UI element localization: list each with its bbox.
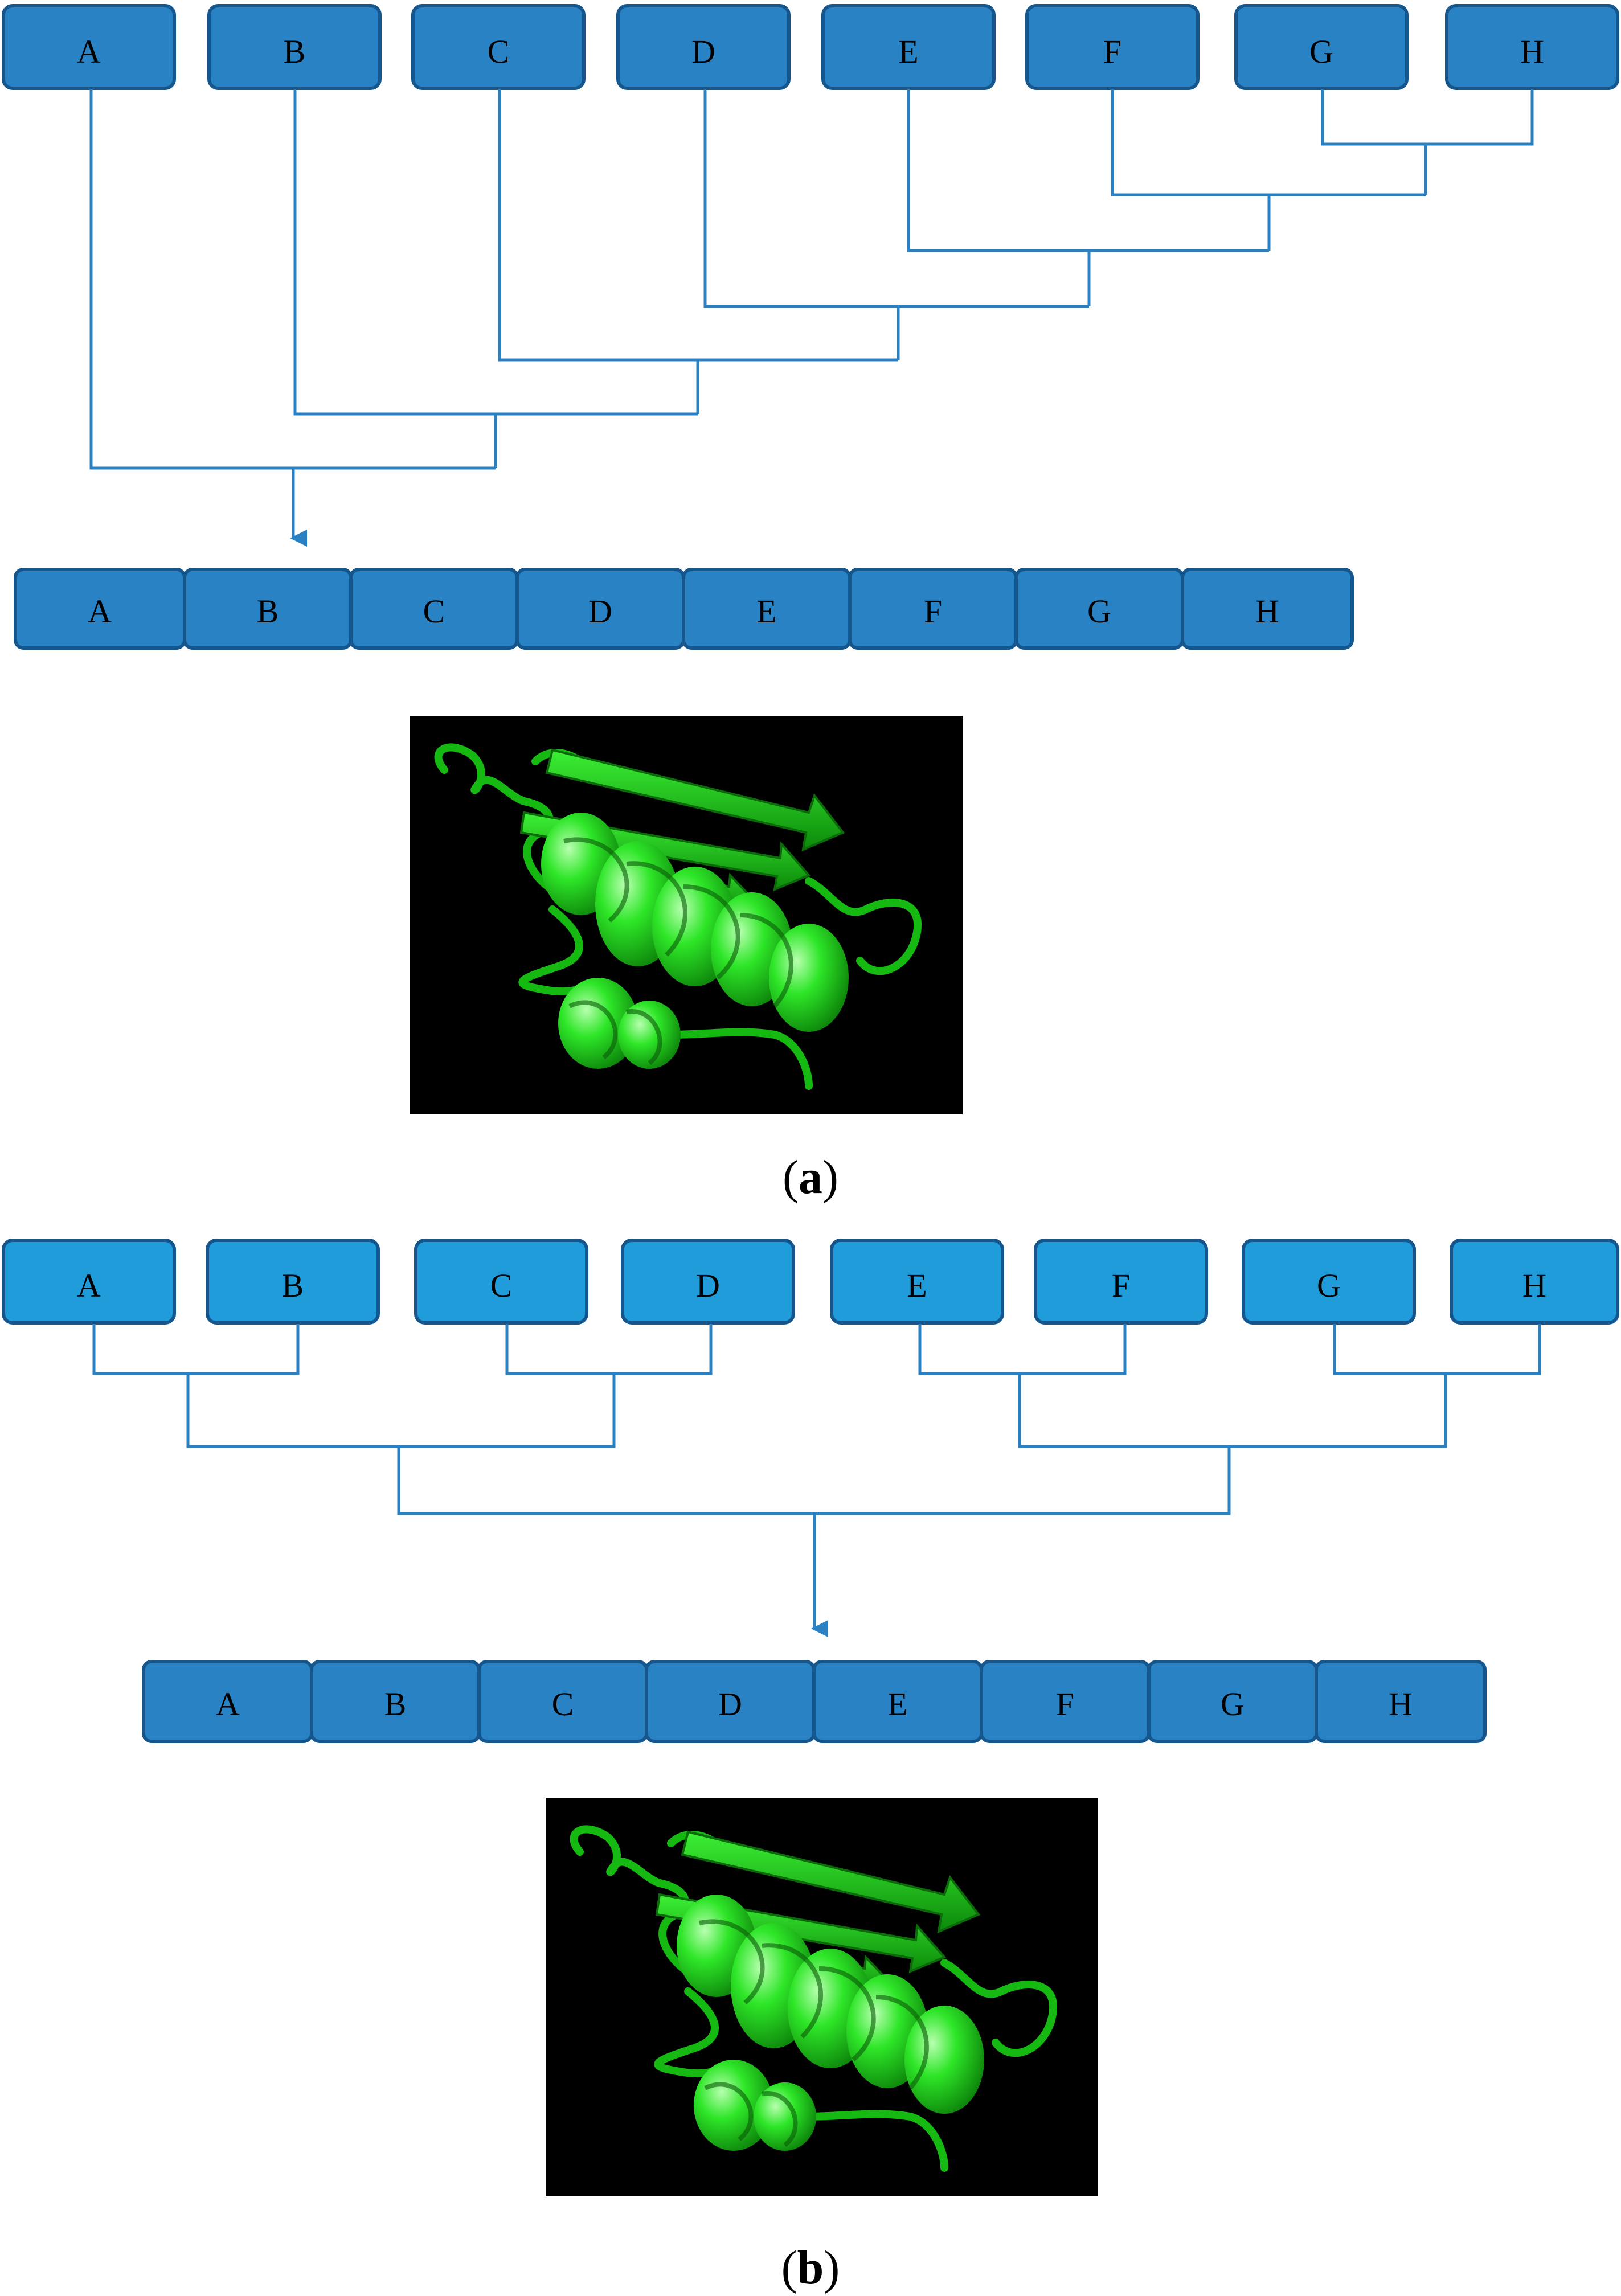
panel-a-top-box: C	[411, 4, 586, 90]
merge-connector	[293, 89, 699, 416]
box-label: E	[907, 1267, 927, 1304]
box-label: B	[257, 593, 279, 630]
box-label: D	[588, 593, 612, 630]
panel-a-merge-tree	[89, 89, 1534, 547]
panel-a-bottom-box: F	[848, 568, 1018, 650]
merge-connector	[505, 1324, 713, 1375]
box-label: G	[1221, 1686, 1245, 1723]
box-label: D	[691, 33, 715, 70]
box-label: H	[1520, 33, 1544, 70]
panel-a-bottom-box: D	[515, 568, 685, 650]
box-label: F	[1103, 33, 1121, 70]
box-label: B	[282, 1267, 304, 1304]
box-label: D	[696, 1267, 720, 1304]
panel-a-bottom-box: B	[183, 568, 353, 650]
merge-connector	[186, 1374, 616, 1448]
panel-a-top-box: E	[821, 4, 996, 90]
panel-b: A B C D E F G	[2, 1239, 1619, 2294]
panel-a-top-box: G	[1234, 4, 1409, 90]
box-label: F	[1056, 1686, 1074, 1723]
panel-b-bottom-box: B	[310, 1660, 481, 1743]
panel-b-top-boxes: A B C D E F G	[2, 1239, 1619, 1325]
panel-b-bottom-box: D	[645, 1660, 816, 1743]
panel-a-bottom-box: A	[14, 568, 186, 650]
box-label: B	[384, 1686, 407, 1723]
protein-ribbon-image	[410, 716, 963, 1114]
box-label: F	[1112, 1267, 1130, 1304]
panel-b-top-box: E	[830, 1239, 1004, 1325]
box-label: B	[284, 33, 306, 70]
panel-a-caption: (a)	[783, 1151, 838, 1204]
panel-b-merge-tree	[92, 1324, 1541, 1637]
merge-connector	[907, 89, 1271, 252]
panel-b-bottom-box: C	[477, 1660, 648, 1743]
panel-a-top-box: B	[207, 4, 382, 90]
panel-b-bottom-boxes: A B C D E F G	[142, 1660, 1487, 1743]
merge-connector	[1111, 89, 1427, 196]
box-label: G	[1309, 33, 1333, 70]
panel-b-top-box: C	[414, 1239, 588, 1325]
box-label: A	[88, 593, 112, 630]
box-label: A	[77, 33, 101, 70]
box-label: H	[1389, 1686, 1413, 1723]
panel-a-top-box: A	[2, 4, 176, 90]
panel-a-top-boxes: A B C D E F G	[2, 4, 1619, 90]
panel-a-bottom-box: E	[682, 568, 852, 650]
panel-b-bottom-box: F	[980, 1660, 1151, 1743]
merge-connector	[918, 1324, 1127, 1375]
box-label: C	[552, 1686, 574, 1723]
panel-b-bottom-box: H	[1315, 1660, 1487, 1743]
box-label: C	[423, 593, 445, 630]
box-label: E	[887, 1686, 907, 1723]
panel-a-top-box: F	[1025, 4, 1200, 90]
merge-connector	[89, 89, 497, 470]
panel-b-top-box: H	[1450, 1239, 1619, 1325]
panel-a-bottom-boxes: A B C D E F G	[14, 568, 1354, 650]
box-label: C	[490, 1267, 513, 1304]
panel-a-top-box: H	[1445, 4, 1619, 90]
merge-connector	[1018, 1374, 1447, 1448]
panel-b-bottom-box: E	[812, 1660, 983, 1743]
panel-b-top-box: F	[1034, 1239, 1208, 1325]
box-label: E	[898, 33, 918, 70]
box-label: G	[1317, 1267, 1341, 1304]
box-label: F	[924, 593, 942, 630]
panel-b-bottom-box: A	[142, 1660, 313, 1743]
box-label: D	[718, 1686, 742, 1723]
panel-b-caption: (b)	[781, 2241, 840, 2294]
panel-b-top-box: B	[206, 1239, 380, 1325]
box-label: C	[488, 33, 510, 70]
panel-a-bottom-box: H	[1181, 568, 1354, 650]
merge-connector	[498, 89, 900, 362]
panel-b-bottom-box: G	[1147, 1660, 1318, 1743]
merge-connector	[1333, 1324, 1541, 1375]
box-label: H	[1255, 593, 1279, 630]
merge-connector	[92, 1324, 300, 1375]
box-label: A	[216, 1686, 240, 1723]
box-label: H	[1522, 1267, 1546, 1304]
protein-ribbon-image	[546, 1798, 1098, 2196]
box-label: G	[1087, 593, 1111, 630]
merge-connector	[703, 89, 1091, 308]
merge-connector	[397, 1446, 1231, 1515]
panel-a: A B C D E F G	[2, 4, 1619, 1204]
panel-a-top-box: D	[616, 4, 791, 90]
panel-b-top-box: D	[621, 1239, 795, 1325]
panel-b-top-box: A	[2, 1239, 176, 1325]
box-label: A	[77, 1267, 101, 1304]
box-label: E	[756, 593, 776, 630]
panel-a-bottom-box: C	[349, 568, 519, 650]
panel-b-top-box: G	[1242, 1239, 1416, 1325]
merge-connector	[1321, 89, 1534, 146]
panel-a-bottom-box: G	[1014, 568, 1184, 650]
